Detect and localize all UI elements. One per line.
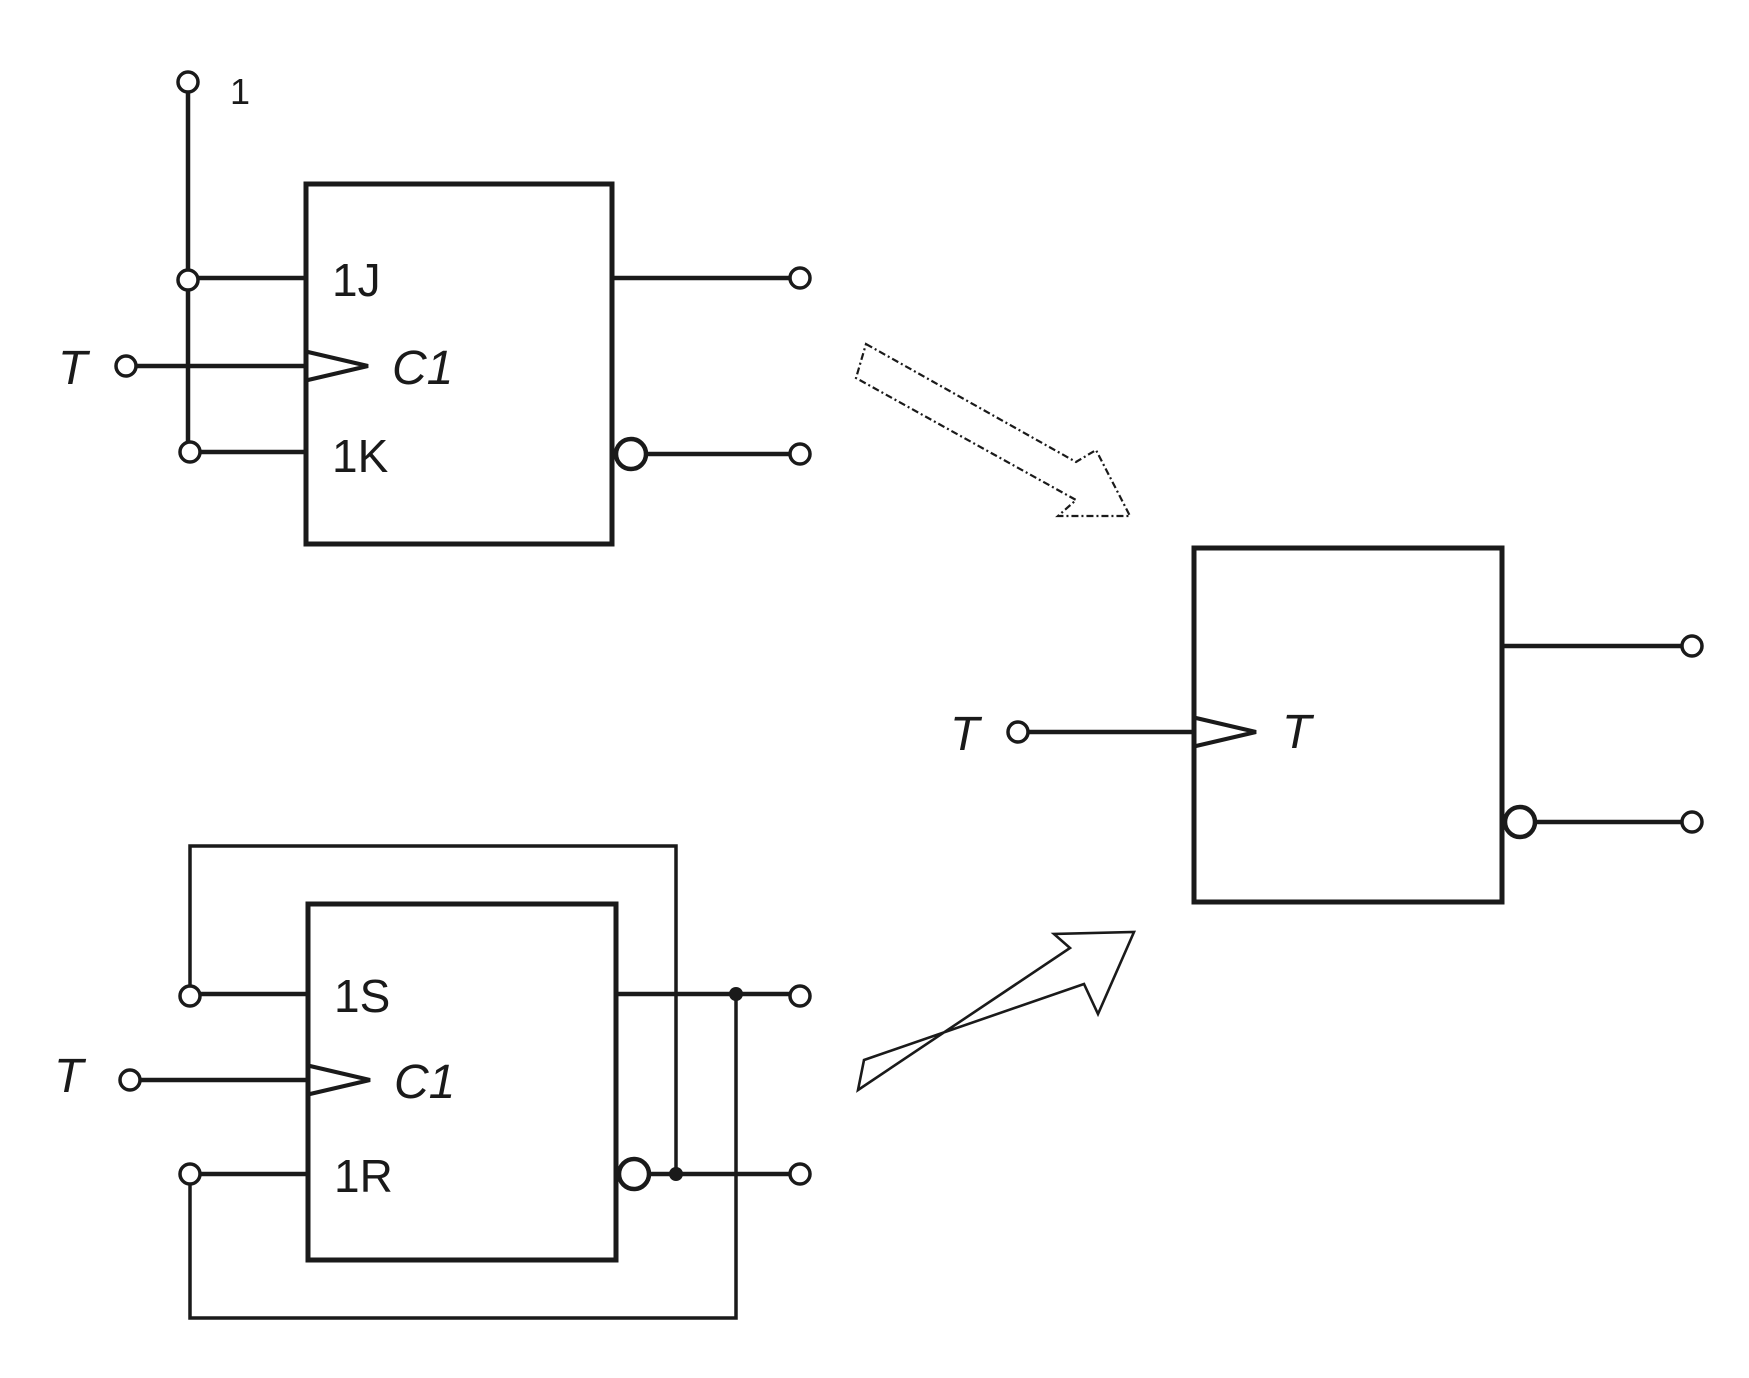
jk-pin-j-label: 1J (332, 254, 381, 306)
jk-inverted-output-bubble (613, 436, 649, 472)
rs-clock-edge-symbol (309, 1064, 371, 1096)
rs-top-feedback-wire (188, 844, 678, 1174)
const-one-terminal (176, 70, 200, 94)
rs-inverted-output-bubble (616, 1156, 652, 1192)
rs-r-terminal (178, 1162, 202, 1186)
t-flipflop: T T (950, 545, 1704, 905)
rs-clock-terminal (118, 1068, 142, 1092)
jk-pin-k-label: 1K (332, 430, 389, 482)
jk-qbar-terminal (788, 442, 812, 466)
t-flipflop-body (1191, 545, 1505, 905)
t-clock-input-label: T (950, 708, 983, 761)
rs-qbar-junction (669, 1167, 683, 1181)
jk-clock-terminal (114, 354, 138, 378)
rs-pin-s-label: 1S (334, 970, 390, 1022)
const-one-label: 1 (230, 71, 250, 112)
rs-flipflop: T 1S C1 1R (54, 844, 812, 1320)
rs-s-terminal (178, 984, 202, 1008)
rs-pin-c-label: C1 (394, 1056, 455, 1109)
rs-pin-r-label: 1R (334, 1150, 393, 1202)
t-q-terminal (1680, 634, 1704, 658)
jk-q-terminal (788, 266, 812, 290)
rs-q-terminal (788, 984, 812, 1008)
conversion-arrow-down (854, 342, 1132, 518)
jk-clock-input-label: T (58, 342, 91, 395)
t-clock-terminal (1006, 720, 1030, 744)
arrow-rs-to-t (856, 930, 1137, 1093)
t-qbar-terminal (1680, 810, 1704, 834)
jk-j-node (176, 268, 200, 292)
rs-bottom-feedback-wire (188, 994, 738, 1320)
arrow-jk-to-t (854, 342, 1132, 518)
jk-flipflop: 1 T 1J C1 1K (58, 70, 812, 547)
rs-clock-input-label: T (54, 1050, 87, 1103)
t-clock-edge-symbol (1195, 716, 1257, 748)
rs-qbar-terminal (788, 1162, 812, 1186)
t-pin-t-label: T (1282, 706, 1315, 759)
jk-clock-edge-symbol (307, 350, 369, 382)
conversion-arrow-up (856, 930, 1137, 1093)
rs-q-junction (729, 987, 743, 1001)
jk-pin-c-label: C1 (392, 342, 453, 395)
t-inverted-output-bubble (1502, 804, 1538, 840)
jk-k-terminal (178, 440, 202, 464)
